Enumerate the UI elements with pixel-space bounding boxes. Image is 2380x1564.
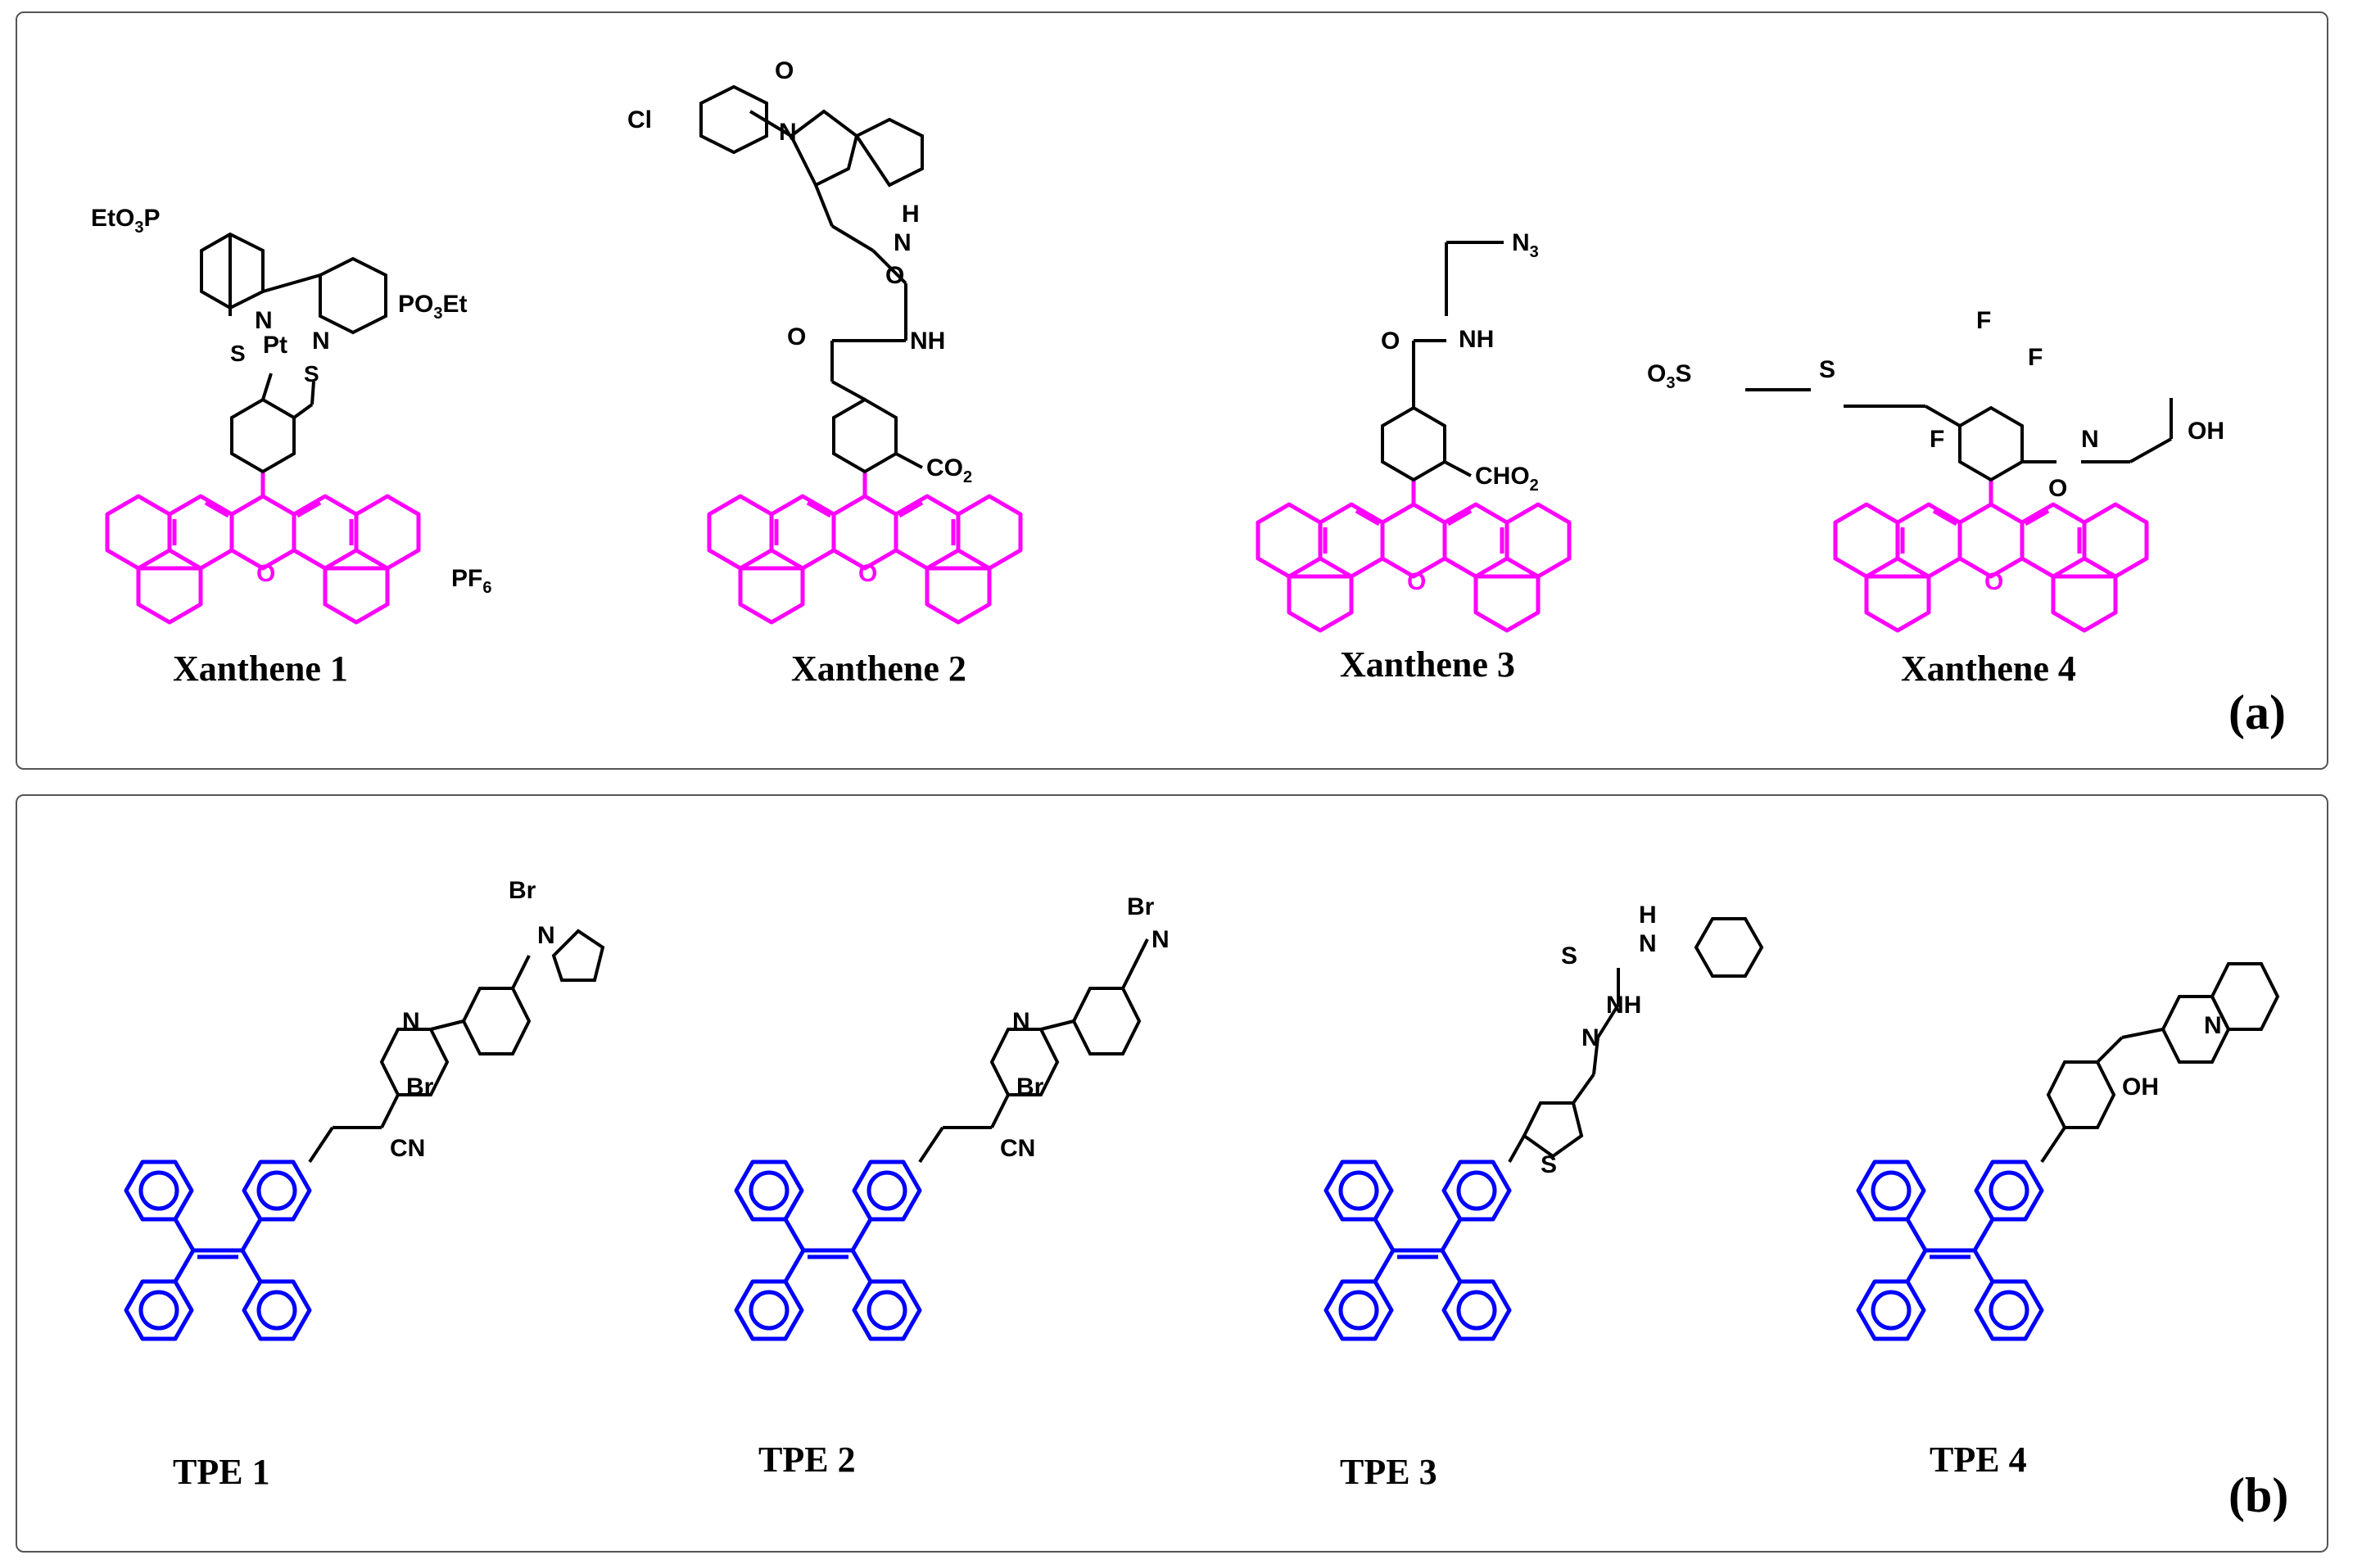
panel-b-label: (b) [2228,1468,2289,1522]
x3-cho2-label: CHO2 [1475,463,1539,495]
x1-po3et-label: PO3Et [398,291,467,323]
t4-n-label: N [2204,1012,2222,1039]
panel-b-structures: N Br N Br CN N Br N Br CN [17,877,2280,1551]
x2-cl-label: Cl [627,106,652,133]
x1-s-label: S [230,341,246,366]
x2-n-label: N [779,119,797,146]
t2-n2-label: N [1012,1008,1030,1035]
x4-f1-label: F [1976,307,1991,334]
t2-br2-label: Br [1016,1074,1044,1101]
panel-a-label: (a) [2228,685,2286,739]
x2-o3-label: O [787,323,806,350]
xanthene-4-structure: O3S S F F F N O OH O [1647,307,2224,631]
panel-a: EtO3P PO3Et N N Pt S S O PF6 Cl N O [16,11,2328,770]
x3-nh-label: NH [1459,326,1494,353]
x4-s-label: S [1819,356,1835,383]
t2-cn-label: CN [1000,1135,1035,1162]
panel-b: N Br N Br CN N Br N Br CN [16,794,2328,1553]
x1-o-label: O [256,560,275,587]
x4-o3s-label: O3S [1647,360,1691,392]
xanthene-2-structure: Cl N O H N O NH O CO2 O [627,57,1020,622]
t3-h-label: H [1639,902,1657,929]
xanthene-1-structure: EtO3P PO3Et N N Pt S S O PF6 [91,205,491,622]
x1-s2-label: S [304,361,319,386]
tpe-3-caption: TPE 3 [1340,1452,1437,1492]
t3-s1-label: S [1541,1151,1557,1178]
t2-br1-label: Br [1127,893,1155,920]
t3-n2-label: N [1639,930,1657,957]
tpe-2-caption: TPE 2 [758,1440,856,1480]
t1-br1-label: Br [509,877,536,904]
t3-s2-label: S [1561,942,1577,970]
t3-n-label: N [1581,1024,1599,1051]
xanthene-4-caption: Xanthene 4 [1901,649,2076,689]
tpe-3-structure: S N NH S H N [1326,902,1764,1339]
xanthene-3-structure: N3 NH O CHO2 O [1258,229,1569,631]
x4-o-ring-label: O [1984,568,2003,595]
xanthene-2-caption: Xanthene 2 [791,649,966,689]
t3-nh-label: NH [1606,992,1641,1019]
x1-pf6-label: PF6 [451,565,491,597]
x2-n2-label: N [894,229,912,256]
x1-pt-label: Pt [263,332,287,359]
x4-f2-label: F [2028,344,2043,371]
t1-cn-label: CN [390,1135,425,1162]
t2-n-label: N [1152,926,1170,953]
x2-o1-label: O [775,57,794,84]
tpe-1-caption: TPE 1 [173,1452,270,1492]
t1-n-label: N [537,922,555,949]
x4-o-label: O [2048,475,2067,502]
xanthene-1-caption: Xanthene 1 [173,649,348,689]
x2-h-label: H [902,201,920,228]
t4-oh-label: OH [2122,1074,2159,1101]
x4-oh-label: OH [2188,418,2224,445]
x3-o-ring-label: O [1407,568,1426,595]
x1-eto3p-label: EtO3P [91,205,160,237]
x4-f3-label: F [1930,426,1944,453]
x2-nh-label: NH [910,328,945,355]
x4-n-label: N [2081,426,2099,453]
tpe-1-structure: N Br N Br CN [126,877,605,1339]
tpe-4-structure: N OH [1858,962,2280,1339]
x3-n3-label: N3 [1512,229,1539,261]
tpe-2-structure: N Br N Br CN [736,893,1170,1339]
x2-o2-label: O [885,262,904,289]
t1-n2-label: N [402,1008,420,1035]
x2-o-ring-label: O [858,560,877,587]
xanthene-3-caption: Xanthene 3 [1340,644,1515,685]
tpe-4-caption: TPE 4 [1930,1440,2027,1480]
x1-n-label: N [255,307,273,334]
x3-o-label: O [1381,328,1400,355]
panel-a-structures: EtO3P PO3Et N N Pt S S O PF6 Cl N O [91,57,2224,768]
x2-co2-label: CO2 [926,454,972,486]
t1-br2-label: Br [406,1074,434,1101]
x1-n2-label: N [312,328,330,355]
